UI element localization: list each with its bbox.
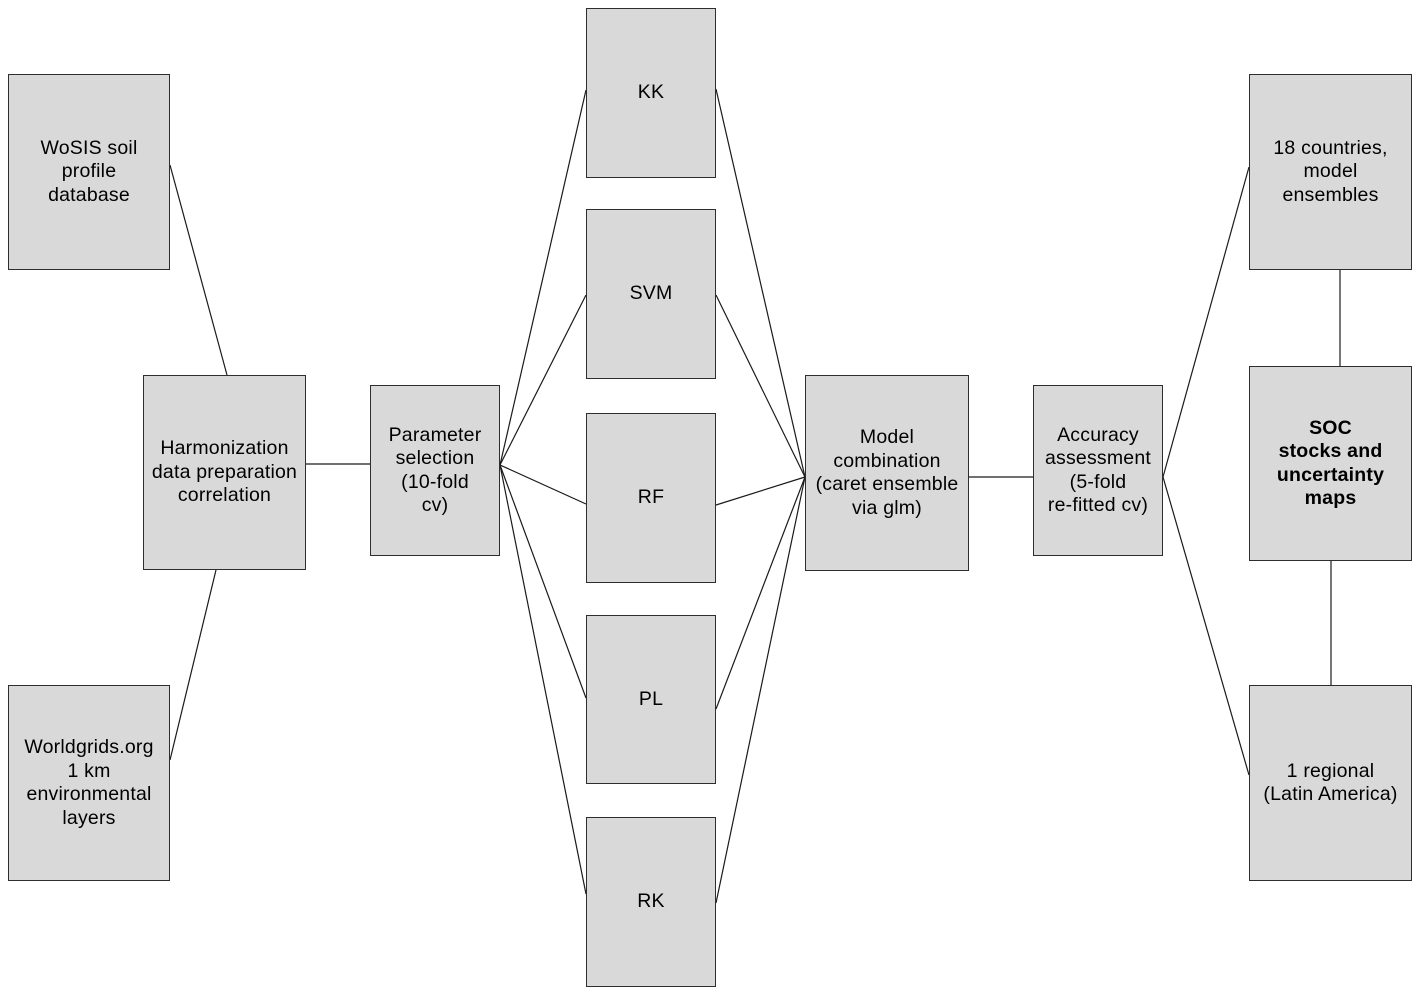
node-wosis-label: WoSIS soil profile database [40,136,138,206]
node-svm-model: SVM [586,209,716,379]
node-kk-label: KK [637,81,665,104]
edge-parameter-kk [499,89,587,466]
edge-rk-combination [715,476,806,904]
node-model-combination-label: Model combination (caret ensemble via gl… [815,426,959,519]
node-parameter-selection: Parameter selection (10-fold cv) [370,385,500,556]
node-rf-label: RF [637,486,665,509]
node-pl-label: PL [638,687,664,710]
node-worldgrids-label: Worldgrids.org 1 km environmental layers [24,736,154,829]
edge-parameter-svm [499,294,587,466]
node-rf-model: RF [586,413,716,583]
edge-rf-combination [715,476,806,506]
node-18-countries-ensembles: 18 countries, model ensembles [1249,74,1412,270]
node-parameter-selection-label: Parameter selection (10-fold cv) [388,423,482,517]
node-harmonization: Harmonization data preparation correlati… [143,375,306,570]
node-rk-label: RK [637,890,665,913]
node-wosis-soil-profile-database: WoSIS soil profile database [8,74,170,270]
node-rk-model: RK [586,817,716,987]
node-soc-maps-label: SOC stocks and uncertainty maps [1276,416,1385,510]
node-accuracy-assessment: Accuracy assessment (5-fold re-fitted cv… [1033,385,1163,556]
edge-parameter-pl [499,464,587,699]
edge-worldgrids-harmonization [169,569,217,761]
node-18-countries-label: 18 countries, model ensembles [1273,136,1388,206]
node-model-combination: Model combination (caret ensemble via gl… [805,375,969,571]
edge-pl-combination [715,476,806,710]
node-worldgrids-environmental-layers: Worldgrids.org 1 km environmental layers [8,685,170,881]
node-1-regional-label: 1 regional (Latin America) [1263,759,1398,806]
edge-parameter-rk [499,464,587,895]
node-harmonization-label: Harmonization data preparation correlati… [151,437,298,507]
node-accuracy-assessment-label: Accuracy assessment (5-fold re-fitted cv… [1044,423,1152,517]
node-1-regional-latin-america: 1 regional (Latin America) [1249,685,1412,881]
edge-parameter-rf [499,464,587,505]
edge-kk-combination [715,88,806,478]
node-soc-stocks-uncertainty-maps: SOC stocks and uncertainty maps [1249,366,1412,561]
edge-accuracy-countries [1162,166,1250,478]
node-svm-label: SVM [629,282,673,305]
edge-wosis-harmonization [169,164,228,376]
node-kk-model: KK [586,8,716,178]
node-pl-model: PL [586,615,716,784]
edge-accuracy-regional [1162,476,1250,776]
edge-svm-combination [715,294,806,478]
